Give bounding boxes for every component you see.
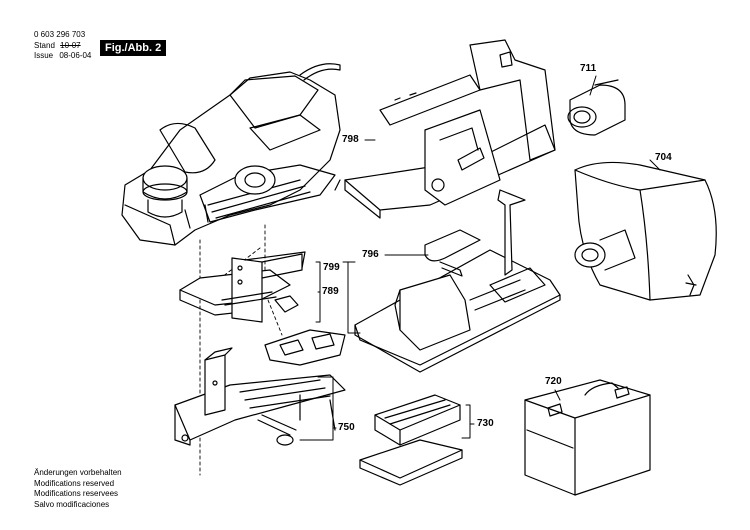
footer-line: Modifications reserved (34, 478, 115, 488)
label-704: 704 (655, 152, 672, 163)
label-789: 789 (322, 286, 339, 297)
part-796-drawing (354, 189, 561, 373)
label-750: 750 (338, 422, 355, 433)
label-730: 730 (477, 418, 494, 429)
part-711-drawing (567, 79, 626, 136)
part-720-drawing (524, 379, 651, 496)
part-750-drawing (174, 329, 346, 446)
document-header: 0 603 296 703 Stand 10-07 Issue 08-06-04 (34, 30, 91, 62)
leader-lines (299, 75, 661, 441)
part-number: 0 603 296 703 (34, 30, 86, 39)
footer-notes: Änderungen vorbehalten Modifications res… (34, 468, 122, 510)
issue-label: Issue (34, 51, 54, 60)
footer-line: Salvo modificaciones (34, 499, 110, 509)
footer-line: Änderungen vorbehalten (34, 468, 122, 477)
footer-line: Modifications reservees (34, 489, 119, 498)
part-789-drawing (179, 251, 306, 323)
part-798-drawing (344, 39, 556, 219)
figure-badge: Fig./Abb. 2 (100, 40, 167, 56)
label-798: 798 (342, 134, 359, 145)
stand-label: Stand (34, 40, 55, 50)
label-799: 799 (323, 262, 340, 273)
label-796: 796 (362, 249, 379, 260)
label-720: 720 (545, 376, 562, 387)
planer-body-drawing (121, 63, 341, 246)
stand-value: 10-07 (60, 40, 81, 50)
label-711: 711 (580, 63, 597, 74)
part-730-drawing (359, 394, 463, 486)
issue-value: 08-06-04 (59, 51, 92, 60)
part-704-drawing (574, 161, 717, 301)
